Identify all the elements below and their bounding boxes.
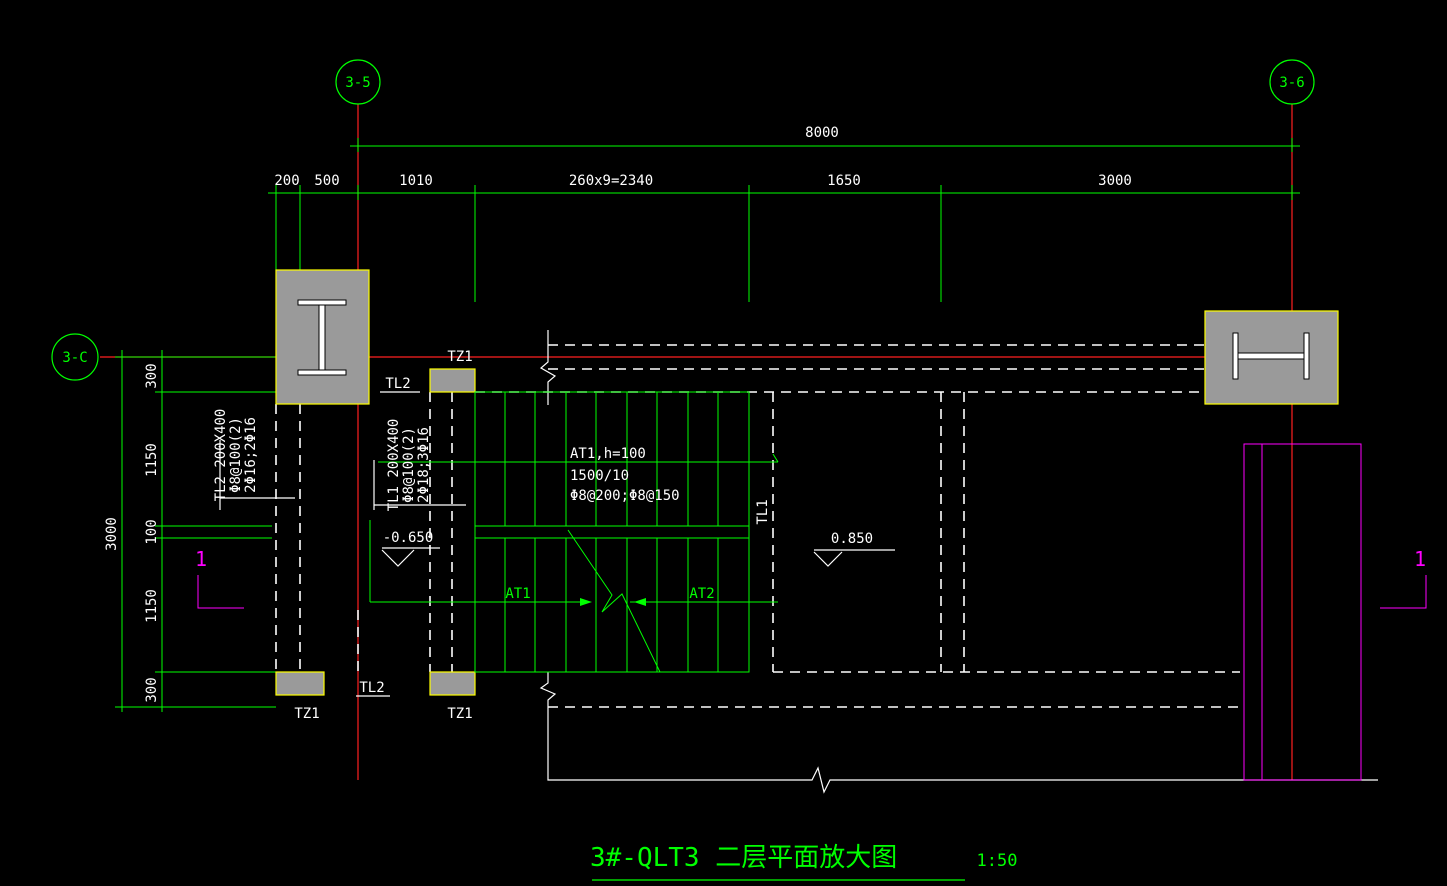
section-mark-right: 1 (1380, 547, 1427, 609)
dim-v-300-top: 300 (144, 363, 160, 388)
drawing-scale: 1:50 (977, 851, 1018, 871)
break-lines (539, 330, 1378, 794)
tl2-spec-line-1: TL2 200X400 (213, 409, 229, 502)
axis-label: 3-C (62, 350, 87, 366)
tl1-spec-note: TL1 200X400 Φ8@100(2) 2Φ18;3Φ16 (373, 419, 466, 512)
dim-200: 200 (274, 173, 299, 189)
column-tz1-top (429, 368, 476, 393)
dim-v-3000: 3000 (104, 517, 120, 551)
label-tz1-bottom-left: TZ1 (294, 706, 319, 722)
at1-spec-line-3: Φ8@200;Φ8@150 (570, 488, 680, 504)
tl1-spec-line-3: 2Φ18;3Φ16 (416, 427, 432, 503)
axis-label: 3-6 (1279, 75, 1304, 91)
drawing-title-text: 3#-QLT3 二层平面放大图 (590, 843, 897, 873)
dim-treads: 260x9=2340 (569, 173, 653, 189)
level-low-value: -0.650 (383, 530, 434, 546)
tl1-spec-line-1: TL1 200X400 (386, 419, 402, 512)
dim-1010: 1010 (399, 173, 433, 189)
section-mark-left: 1 (195, 547, 244, 609)
dim-overall: 8000 (805, 125, 839, 141)
at1-spec-line-1: AT1,h=100 (570, 446, 646, 462)
section-left-label: 1 (195, 547, 207, 571)
column-left-steel (275, 269, 370, 405)
axis-bubble-3-C: 3-C (51, 333, 99, 381)
dimension-top (268, 138, 1300, 302)
column-tz1-bottom-mid (429, 671, 476, 696)
tl2-spec-line-2: Φ8@100(2) (228, 417, 244, 493)
label-tl2-bottom: TL2 (359, 680, 384, 696)
label-tz1-bottom-mid: TZ1 (447, 706, 472, 722)
column-right-steel (1204, 310, 1339, 405)
label-at2: AT2 (689, 586, 714, 602)
at1-spec-line-2: 1500/10 (570, 468, 629, 484)
axis-label: 3-5 (345, 75, 370, 91)
drawing-title: 3#-QLT3 二层平面放大图 1:50 (590, 843, 1018, 881)
label-at1: AT1 (505, 586, 530, 602)
level-mark-low: -0.650 (381, 530, 440, 567)
label-tl2-top: TL2 (385, 376, 410, 392)
dim-v-300-bot: 300 (144, 677, 160, 702)
stair-flight (369, 391, 779, 673)
column-tz1-bottom-left (275, 671, 325, 696)
tl1-spec-line-2: Φ8@100(2) (401, 427, 417, 503)
dim-v-100: 100 (144, 519, 160, 544)
tl2-spec-note: TL2 200X400 Φ8@100(2) 2Φ16;2Φ16 (213, 409, 295, 510)
axis-bubble-3-5: 3-5 (335, 59, 381, 105)
dim-v-1150-a: 1150 (144, 443, 160, 477)
level-mark-high: 0.850 (813, 531, 895, 567)
dim-v-1150-b: 1150 (144, 589, 160, 623)
section-right-label: 1 (1414, 547, 1426, 571)
tl2-spec-line-3: 2Φ16;2Φ16 (243, 417, 259, 493)
wall-right-magenta (1243, 443, 1362, 781)
dimension-left (115, 350, 276, 712)
label-tl1-vertical: TL1 (755, 499, 771, 524)
dim-500: 500 (314, 173, 339, 189)
level-high-value: 0.850 (831, 531, 873, 547)
axis-bubble-3-6: 3-6 (1269, 59, 1315, 105)
dashed-beams (275, 344, 1240, 708)
label-tz1-top: TZ1 (447, 349, 472, 365)
dim-3000: 3000 (1098, 173, 1132, 189)
dim-1650: 1650 (827, 173, 861, 189)
